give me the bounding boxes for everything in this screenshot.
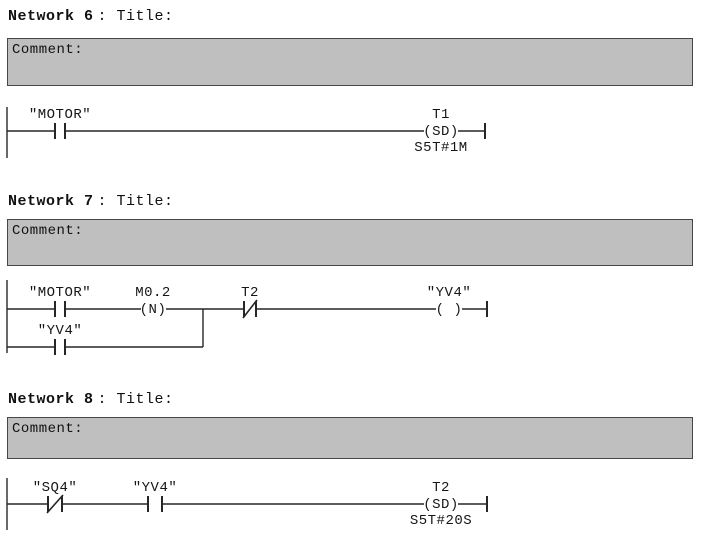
output-coil-symbol[interactable]: ( ) bbox=[436, 302, 463, 318]
network-8-ladder: "SQ4" "YV4" T2 (SD) S5T#20S bbox=[6, 478, 488, 530]
nc-contact-sq4[interactable]: "SQ4" bbox=[33, 480, 78, 514]
network-7-ladder: "MOTOR" M0.2 (N) T2 "YV4" ( ) "YV4" bbox=[6, 280, 488, 355]
contact-operand-label[interactable]: "YV4" bbox=[133, 480, 178, 496]
network-7-comment-box[interactable]: Comment: bbox=[7, 219, 693, 266]
coil-operand-label[interactable]: "YV4" bbox=[427, 285, 472, 301]
contact-operand-label[interactable]: "SQ4" bbox=[33, 480, 78, 496]
timer-duration-label[interactable]: S5T#1M bbox=[414, 140, 467, 156]
nc-slash bbox=[46, 494, 64, 514]
output-coil-yv4[interactable]: "YV4" ( ) bbox=[427, 285, 472, 318]
network-6-number: Network 6 bbox=[8, 8, 94, 25]
edge-operand-label[interactable]: M0.2 bbox=[135, 285, 171, 301]
no-contact-motor[interactable]: "MOTOR" bbox=[29, 107, 91, 139]
network-6-ladder: "MOTOR" T1 (SD) S5T#1M bbox=[6, 107, 486, 158]
network-6-title: : Title: bbox=[97, 8, 174, 25]
no-contact-motor[interactable]: "MOTOR" bbox=[29, 285, 91, 317]
contact-operand-label[interactable]: T2 bbox=[241, 285, 259, 301]
sd-timer-coil-t2[interactable]: T2 (SD) S5T#20S bbox=[410, 480, 472, 529]
network-8-comment-box[interactable]: Comment: bbox=[7, 417, 693, 459]
network-8-title: : Title: bbox=[97, 391, 174, 408]
network-7-comment-text: Comment: bbox=[12, 223, 84, 239]
no-contact-yv4-branch[interactable]: "YV4" bbox=[38, 323, 83, 355]
sd-coil-symbol[interactable]: (SD) bbox=[423, 124, 459, 140]
network-6-comment-text: Comment: bbox=[12, 42, 84, 58]
sd-coil-symbol[interactable]: (SD) bbox=[423, 497, 459, 513]
network-7-heading[interactable]: Network 7: Title: bbox=[8, 194, 174, 210]
network-6-heading[interactable]: Network 6: Title: bbox=[8, 9, 174, 25]
negative-edge-symbol[interactable]: (N) bbox=[140, 302, 167, 318]
network-8-comment-text: Comment: bbox=[12, 421, 84, 437]
contact-operand-label[interactable]: "MOTOR" bbox=[29, 285, 91, 301]
nc-slash bbox=[242, 299, 258, 319]
contact-operand-label[interactable]: "MOTOR" bbox=[29, 107, 91, 123]
network-7-number: Network 7 bbox=[8, 193, 94, 210]
timer-duration-label[interactable]: S5T#20S bbox=[410, 513, 472, 529]
negative-edge-coil-m0-2[interactable]: M0.2 (N) bbox=[135, 285, 171, 318]
network-8-number: Network 8 bbox=[8, 391, 94, 408]
network-8-heading[interactable]: Network 8: Title: bbox=[8, 392, 174, 408]
network-6-comment-box[interactable]: Comment: bbox=[7, 38, 693, 86]
sd-timer-coil-t1[interactable]: T1 (SD) S5T#1M bbox=[414, 107, 467, 156]
no-contact-yv4[interactable]: "YV4" bbox=[133, 480, 178, 512]
nc-contact-t2[interactable]: T2 bbox=[241, 285, 259, 319]
network-7-title: : Title: bbox=[97, 193, 174, 210]
contact-operand-label[interactable]: "YV4" bbox=[38, 323, 83, 339]
coil-operand-label[interactable]: T1 bbox=[432, 107, 450, 123]
coil-operand-label[interactable]: T2 bbox=[432, 480, 450, 496]
